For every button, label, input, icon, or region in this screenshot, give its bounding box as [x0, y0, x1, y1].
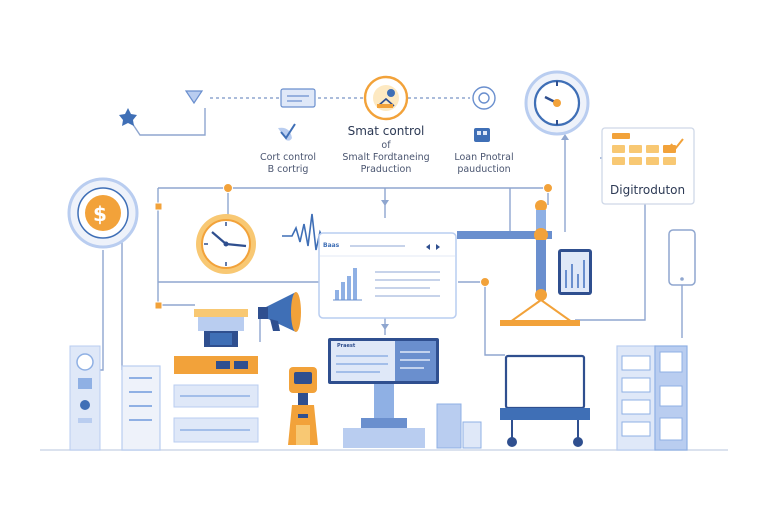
monitor-tag: Praest — [337, 343, 356, 349]
small-cabinets — [436, 403, 482, 449]
central-workstation — [328, 338, 439, 448]
smart-production-label: Smalt Fordtaneing — [342, 152, 430, 163]
robotic-arm — [457, 200, 580, 326]
server-rack-right — [616, 345, 688, 451]
smart-control-hub-icon — [363, 75, 409, 121]
bar-chart-icon — [335, 268, 357, 300]
server-rack-left — [69, 345, 101, 451]
robot-worker — [288, 367, 318, 445]
tool-icon — [474, 128, 490, 142]
clock-icon — [196, 214, 256, 274]
calendar-card — [601, 127, 695, 205]
target-dial-icon — [524, 70, 590, 136]
connector-nodes — [154, 183, 553, 310]
currency-coin-icon — [67, 177, 139, 249]
megaphone-icon — [258, 292, 301, 332]
diamond-icon — [184, 90, 204, 105]
card-icon — [280, 88, 316, 108]
cost-control-sublabel: B cortrig — [267, 164, 309, 175]
smart-control-title: Smat control — [347, 124, 425, 138]
arrowheads — [381, 134, 569, 330]
nav-arrows-icon — [426, 244, 440, 250]
dollar-icon: $ — [93, 202, 107, 226]
dashboard-tag: Baas — [323, 242, 340, 249]
central-dashboard — [318, 232, 457, 319]
tablet-icon — [558, 249, 592, 295]
cabinet-left — [121, 365, 161, 451]
checkmark-icon — [278, 123, 296, 141]
smart-control-subtitle: of — [381, 140, 391, 151]
press-machine — [173, 309, 259, 443]
lean-production-label: Loan Pnotral — [454, 152, 514, 163]
mobile-monitor-cart — [500, 354, 590, 447]
smartphone-icon — [668, 229, 696, 286]
gear-icon — [472, 86, 496, 110]
smart-production-sublabel: Praduction — [360, 164, 412, 175]
cost-control-label: Cort control — [259, 152, 317, 163]
lean-production-sublabel: pauduction — [457, 164, 511, 175]
star-node-icon — [119, 108, 137, 126]
digiproduction-label: Digitroduton — [610, 183, 686, 197]
